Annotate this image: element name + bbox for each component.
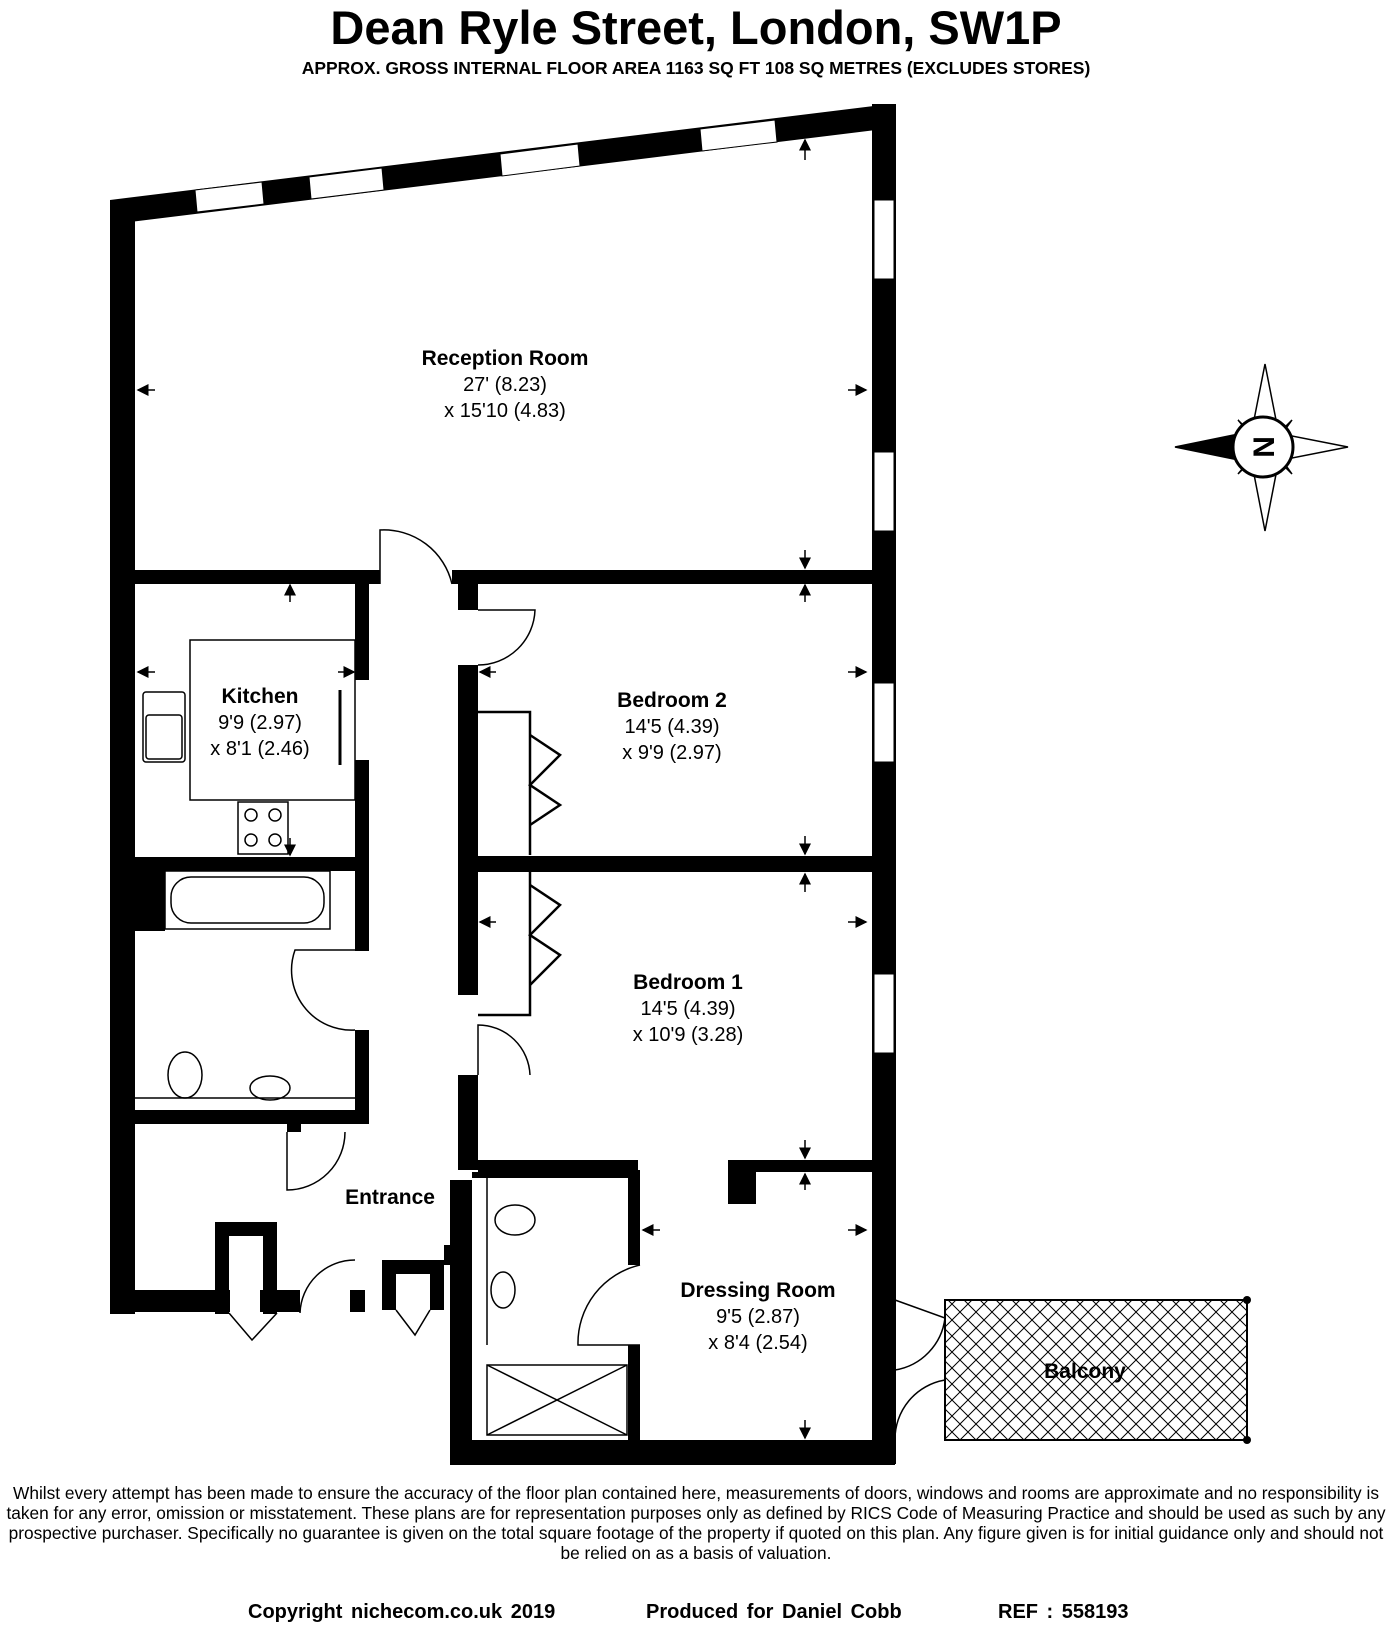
bedroom-2-label: Bedroom 2: [617, 689, 727, 712]
compass-north-letter: N: [1247, 436, 1280, 458]
shower-room-fittings: [486, 1178, 628, 1436]
toilet-icon: [167, 1051, 203, 1099]
bedroom-1-dim1: 14'5 (4.39): [641, 998, 736, 1020]
room-bedroom-1: Bedroom 1 14'5 (4.39) x 10'9 (3.28): [633, 971, 744, 1046]
balcony-label: Balcony: [1044, 1360, 1126, 1383]
floor-area-subtitle: APPROX. GROSS INTERNAL FLOOR AREA 1163 S…: [301, 58, 1091, 78]
disclaimer-text: Whilst every attempt has been made to en…: [6, 1483, 1386, 1563]
bedroom-2-dim1: 14'5 (4.39): [625, 716, 720, 738]
bedroom-1-label: Bedroom 1: [633, 971, 743, 994]
kitchen-dim1: 9'9 (2.97): [218, 712, 302, 734]
wardrobe-bedroom-2: [478, 710, 563, 855]
right-windows: [873, 199, 895, 1054]
bedroom-2-dim2: x 9'9 (2.97): [622, 742, 721, 764]
entrance-label: Entrance: [345, 1186, 435, 1209]
sink-icon: [142, 691, 186, 763]
shower-tray-icon: [486, 1364, 628, 1436]
footer-reference: REF : 558193: [998, 1601, 1129, 1623]
kitchen-dim2: x 8'1 (2.46): [210, 738, 309, 760]
room-reception: Reception Room 27' (8.23) x 15'10 (4.83): [422, 347, 589, 422]
bathroom-fittings: [135, 870, 355, 1101]
balcony: [944, 1296, 1251, 1444]
kitchen-label: Kitchen: [221, 685, 298, 708]
room-dressing: Dressing Room 9'5 (2.87) x 8'4 (2.54): [680, 1279, 835, 1354]
compass-rose-icon: N: [1174, 363, 1349, 532]
reception-room-dim2: x 15'10 (4.83): [444, 400, 566, 422]
dressing-room-dim1: 9'5 (2.87): [716, 1306, 800, 1328]
toilet-icon-2: [494, 1204, 536, 1236]
footer-produced-for: Produced for Daniel Cobb: [646, 1601, 902, 1623]
interior-walls: [135, 570, 874, 1445]
reception-room-label: Reception Room: [422, 347, 589, 370]
footer-copyright: Copyright nichecom.co.uk 2019: [248, 1601, 556, 1623]
room-bedroom-2: Bedroom 2 14'5 (4.39) x 9'9 (2.97): [617, 689, 727, 764]
dressing-room-label: Dressing Room: [680, 1279, 835, 1302]
dressing-room-dim2: x 8'4 (2.54): [708, 1332, 807, 1354]
kitchen-fittings: [142, 639, 356, 855]
basin-icon-2: [490, 1271, 516, 1309]
hob-icon: [237, 801, 289, 855]
page-title: Dean Ryle Street, London, SW1P: [330, 1, 1062, 54]
reception-room-dim1: 27' (8.23): [463, 374, 547, 396]
room-kitchen: Kitchen 9'9 (2.97) x 8'1 (2.46): [210, 685, 309, 760]
top-windows: [194, 119, 778, 213]
basin-icon: [249, 1075, 291, 1101]
outer-walls: [110, 104, 896, 1465]
bedroom-1-dim2: x 10'9 (3.28): [633, 1024, 744, 1046]
bath-icon: [164, 870, 331, 930]
floor-plan: Reception Room 27' (8.23) x 15'10 (4.83)…: [110, 104, 1349, 1465]
wardrobe-bedroom-1: [478, 872, 562, 1017]
dimension-arrows: [136, 138, 868, 1440]
doors: [228, 529, 946, 1441]
